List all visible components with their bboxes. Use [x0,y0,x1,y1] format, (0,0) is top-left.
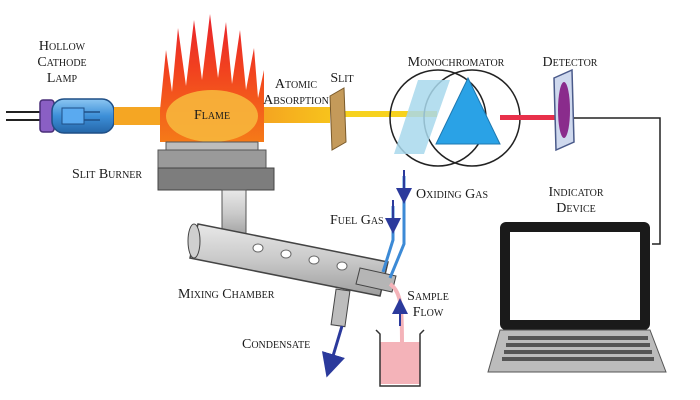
slit [329,87,347,151]
sample-flow [388,282,408,347]
monochromator-label: Monochromator [408,55,505,70]
detector [553,68,575,152]
indicator-device-label-1: Indicator [548,185,603,200]
fuel-gas-label: Fuel Gas [330,213,384,228]
oxiding-gas-line [388,170,412,279]
slit-burner [157,141,275,239]
hollow-cathode-lamp-label-3: Lamp [47,71,78,86]
flame [160,14,264,142]
condensate-arrow [321,325,345,378]
hollow-cathode-lamp-label-1: Hollow [39,39,86,54]
slit-burner-label: Slit Burner [72,167,142,182]
sample-flow-label-2: Flow [413,305,444,320]
mixing-chamber-label: Mixing Chamber [178,287,275,302]
monochromator [389,69,558,167]
laptop-keyboard [502,336,654,361]
sample-flow-label-1: Sample [407,289,449,304]
oxiding-gas-label: Oxiding Gas [416,187,488,202]
signal-wire [574,117,661,245]
mixing-chamber-holes [252,243,348,271]
condensate-label: Condensate [242,337,310,352]
hollow-cathode-lamp [6,98,115,134]
fuel-gas-line [381,200,401,273]
hollow-cathode-lamp-label-2: Cathode [37,55,86,70]
mixing-chamber [187,223,397,328]
detector-label: Detector [543,55,598,70]
indicator-device [487,222,667,373]
flame-label: Flame [194,108,230,123]
slit-label: Slit [330,71,353,86]
atomic-absorption-label-2: Absorption [263,93,329,108]
atomic-absorption-label-1: Atomic [275,77,317,92]
sample-beaker [375,329,425,387]
indicator-device-label-2: Device [556,201,596,216]
